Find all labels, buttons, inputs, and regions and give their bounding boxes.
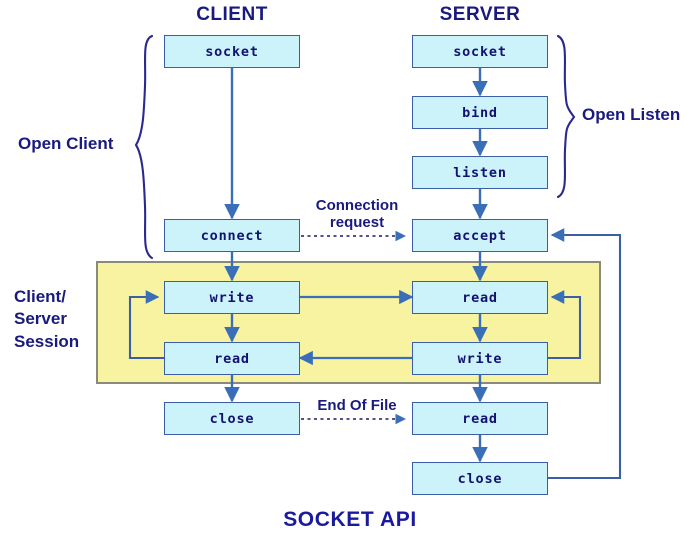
edge-label-connection-request: Connection request xyxy=(315,197,399,231)
edge-client-loop-read-to-write xyxy=(128,290,164,360)
group-label-open-client: Open Client xyxy=(18,134,114,153)
node-server-read-1[interactable]: read xyxy=(412,281,548,314)
group-label-open-listen: Open Listen xyxy=(582,105,681,124)
node-client-socket[interactable]: socket xyxy=(164,35,300,68)
node-server-accept[interactable]: accept xyxy=(412,219,548,252)
node-server-listen[interactable]: listen xyxy=(412,156,548,189)
diagram-title: SOCKET API xyxy=(283,508,417,531)
edge-label-end-of-file: End Of File xyxy=(317,397,397,414)
group-label-session: Client/ Server Session xyxy=(14,287,80,351)
brace-open-client xyxy=(134,34,154,260)
column-header-client: CLIENT xyxy=(196,4,268,25)
edge-server-loop-write-to-read xyxy=(548,290,582,360)
node-server-close[interactable]: close xyxy=(412,462,548,495)
node-server-socket[interactable]: socket xyxy=(412,35,548,68)
edge-server-close-to-accept xyxy=(548,228,622,480)
node-client-read[interactable]: read xyxy=(164,342,300,375)
column-header-server: SERVER xyxy=(439,4,521,25)
brace-open-listen xyxy=(556,34,576,199)
node-client-connect[interactable]: connect xyxy=(164,219,300,252)
node-client-write[interactable]: write xyxy=(164,281,300,314)
node-server-read-2[interactable]: read xyxy=(412,402,548,435)
node-client-close[interactable]: close xyxy=(164,402,300,435)
node-server-bind[interactable]: bind xyxy=(412,96,548,129)
node-server-write[interactable]: write xyxy=(412,342,548,375)
